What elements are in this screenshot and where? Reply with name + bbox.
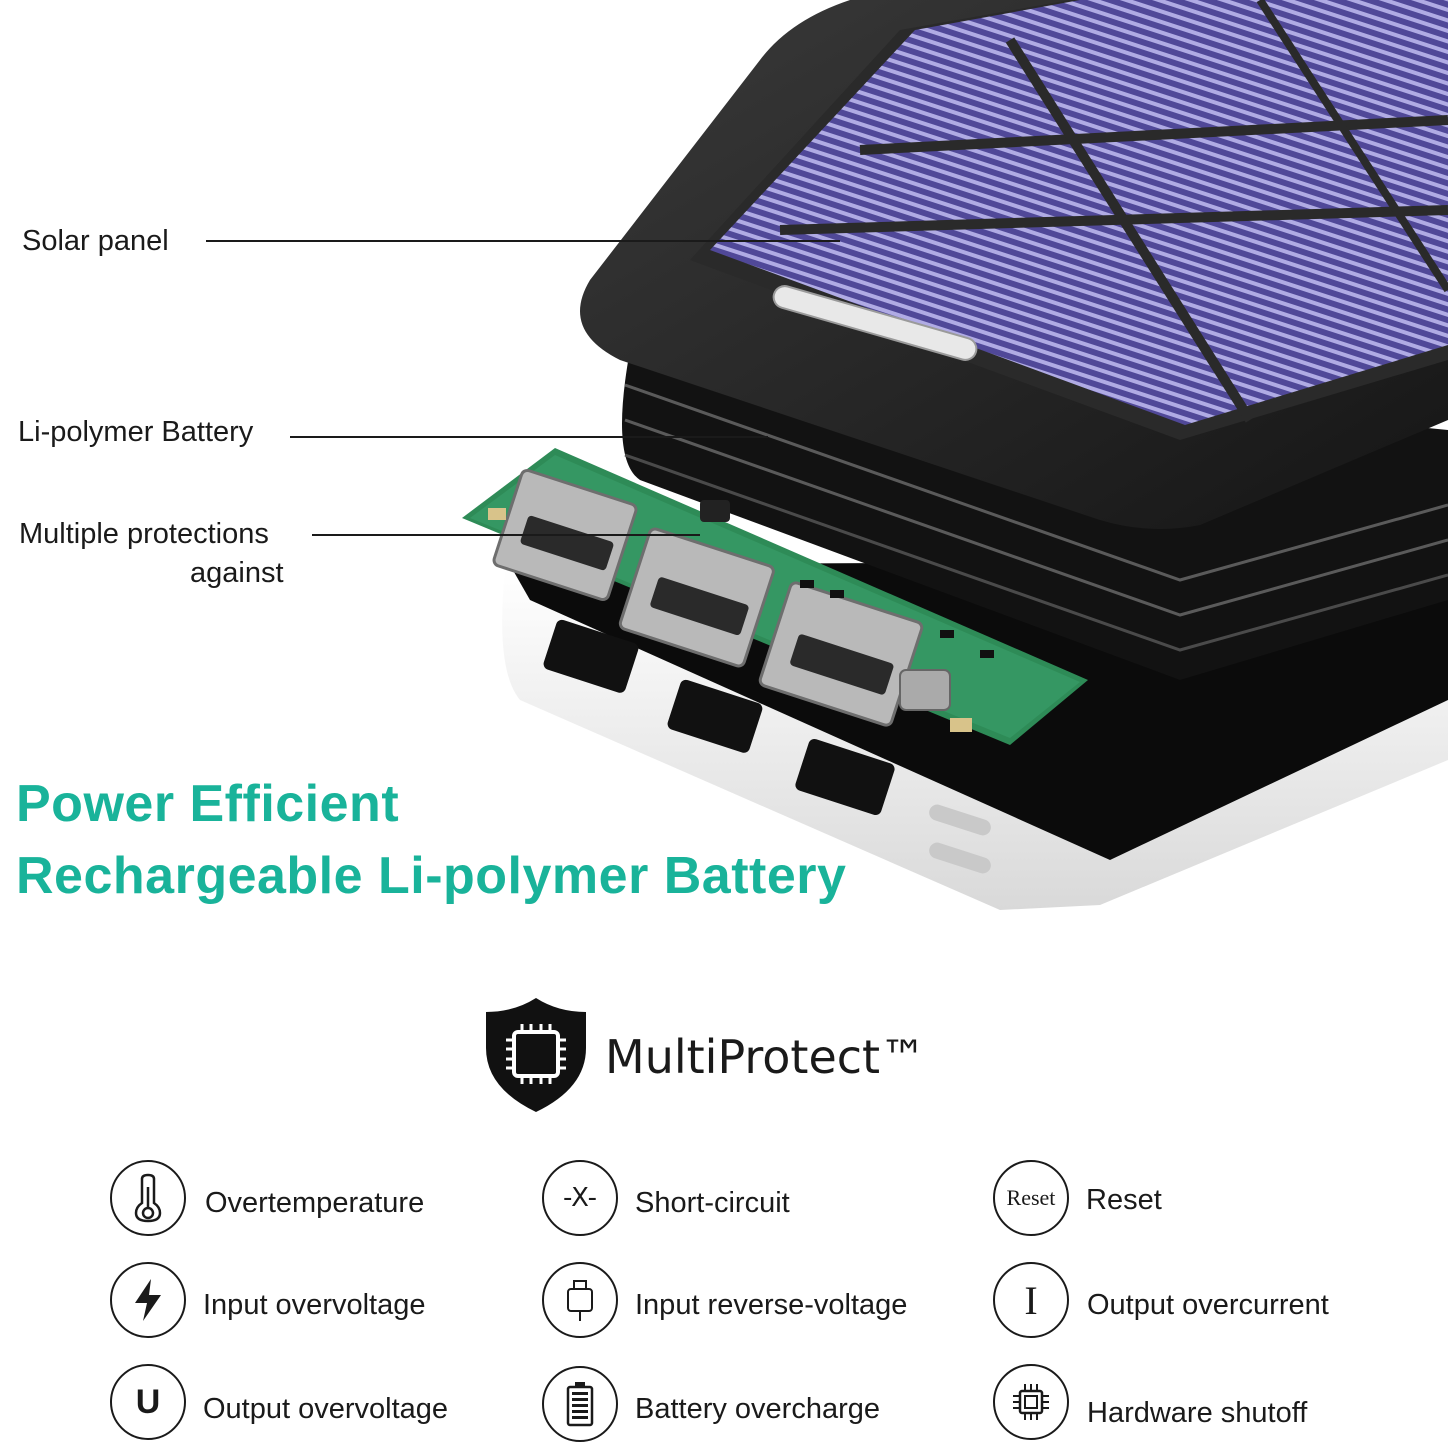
pcb-usb-3 [758,581,924,727]
feature-input-overvoltage: Input overvoltage [203,1289,426,1321]
pcb-usb-2 [618,527,775,668]
feature-hardware-shutoff: Hardware shutoff [1087,1397,1308,1429]
feature-input-reverse-voltage: Input reverse-voltage [635,1289,908,1321]
battery-icon [542,1366,618,1442]
short-circuit-icon: -X- [542,1160,618,1236]
lightning-icon [110,1262,186,1338]
feature-output-overcurrent: Output overcurrent [1087,1289,1329,1321]
plug-icon [542,1262,618,1338]
brand-name: MultiProtect™ [605,1030,927,1084]
solar-panel [580,0,1448,529]
feature-output-overvoltage: Output overvoltage [203,1393,449,1425]
feature-overtemperature: Overtemperature [205,1187,425,1219]
headline-line2: Rechargeable Li-polymer Battery [16,847,847,905]
feature-reset: Reset [1086,1184,1162,1216]
reset-icon: Reset [993,1160,1069,1236]
feature-battery-overcharge: Battery overcharge [635,1393,881,1425]
usb-c-port [929,804,991,836]
voltage-icon: U [110,1364,186,1440]
current-icon: I [993,1262,1069,1338]
protection-callout-line2: against [190,557,284,589]
usb-port-3 [795,738,895,816]
feature-short-circuit: Short-circuit [635,1187,790,1219]
thermometer-icon [110,1160,186,1236]
battery-callout: Li-polymer Battery [18,416,254,448]
shield-chip-icon [486,998,586,1112]
power-bank-exploded-illustration [206,0,1448,910]
pcb-board [462,448,1088,745]
usb-port-2 [667,679,763,753]
headline-line1: Power Efficient [16,775,400,833]
usb-port-1 [543,619,639,693]
solar-panel-callout: Solar panel [22,225,169,257]
led-indicator [772,285,978,361]
micro-usb-port [929,842,991,874]
chip-icon [993,1364,1069,1440]
protection-callout-line1: Multiple protections [19,518,269,550]
